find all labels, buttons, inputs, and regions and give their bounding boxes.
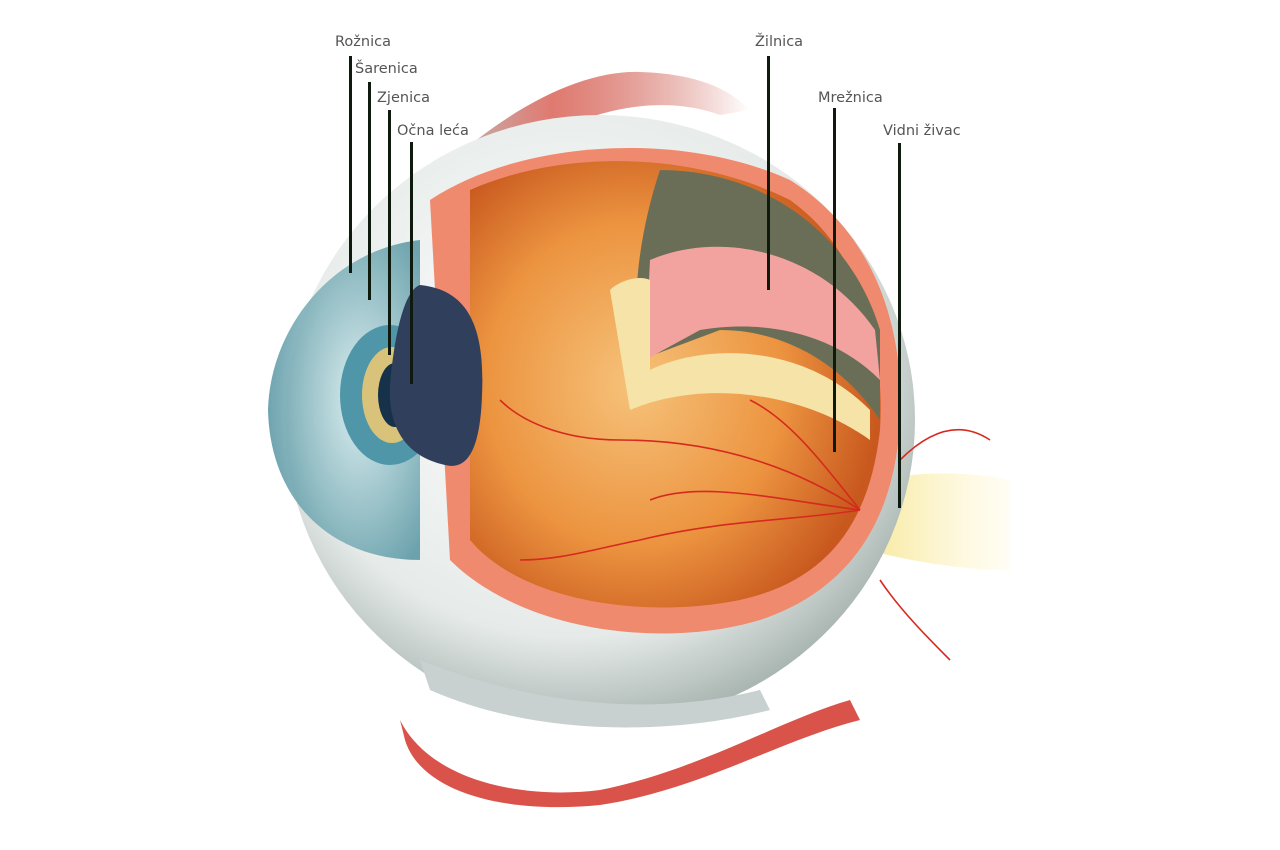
sclera-flap (610, 278, 870, 440)
retina-leader-line (833, 108, 836, 452)
label-pupil: Zjenica (377, 90, 430, 106)
inferior-oblique (420, 660, 770, 728)
lens-leader-line (410, 142, 413, 384)
optic-nerve-leader-line (898, 143, 901, 508)
label-choroid: Žilnica (755, 34, 804, 50)
iris-leader-line (368, 82, 371, 300)
choroid-leader-line (767, 56, 770, 290)
cornea-leader-line (349, 56, 352, 273)
lens-shape (389, 285, 483, 466)
blood-vessels (499, 399, 991, 661)
inferior-muscle (400, 700, 860, 808)
label-optic-nerve: Vidni živac (883, 123, 961, 139)
label-lens: Očna leća (397, 123, 469, 139)
label-iris: Šarenica (355, 61, 418, 77)
label-retina: Mrežnica (818, 90, 883, 106)
superior-muscle (420, 71, 750, 205)
label-cornea: Rožnica (335, 34, 391, 50)
pupil-leader-line (388, 110, 391, 355)
choroid-flap (645, 246, 880, 380)
